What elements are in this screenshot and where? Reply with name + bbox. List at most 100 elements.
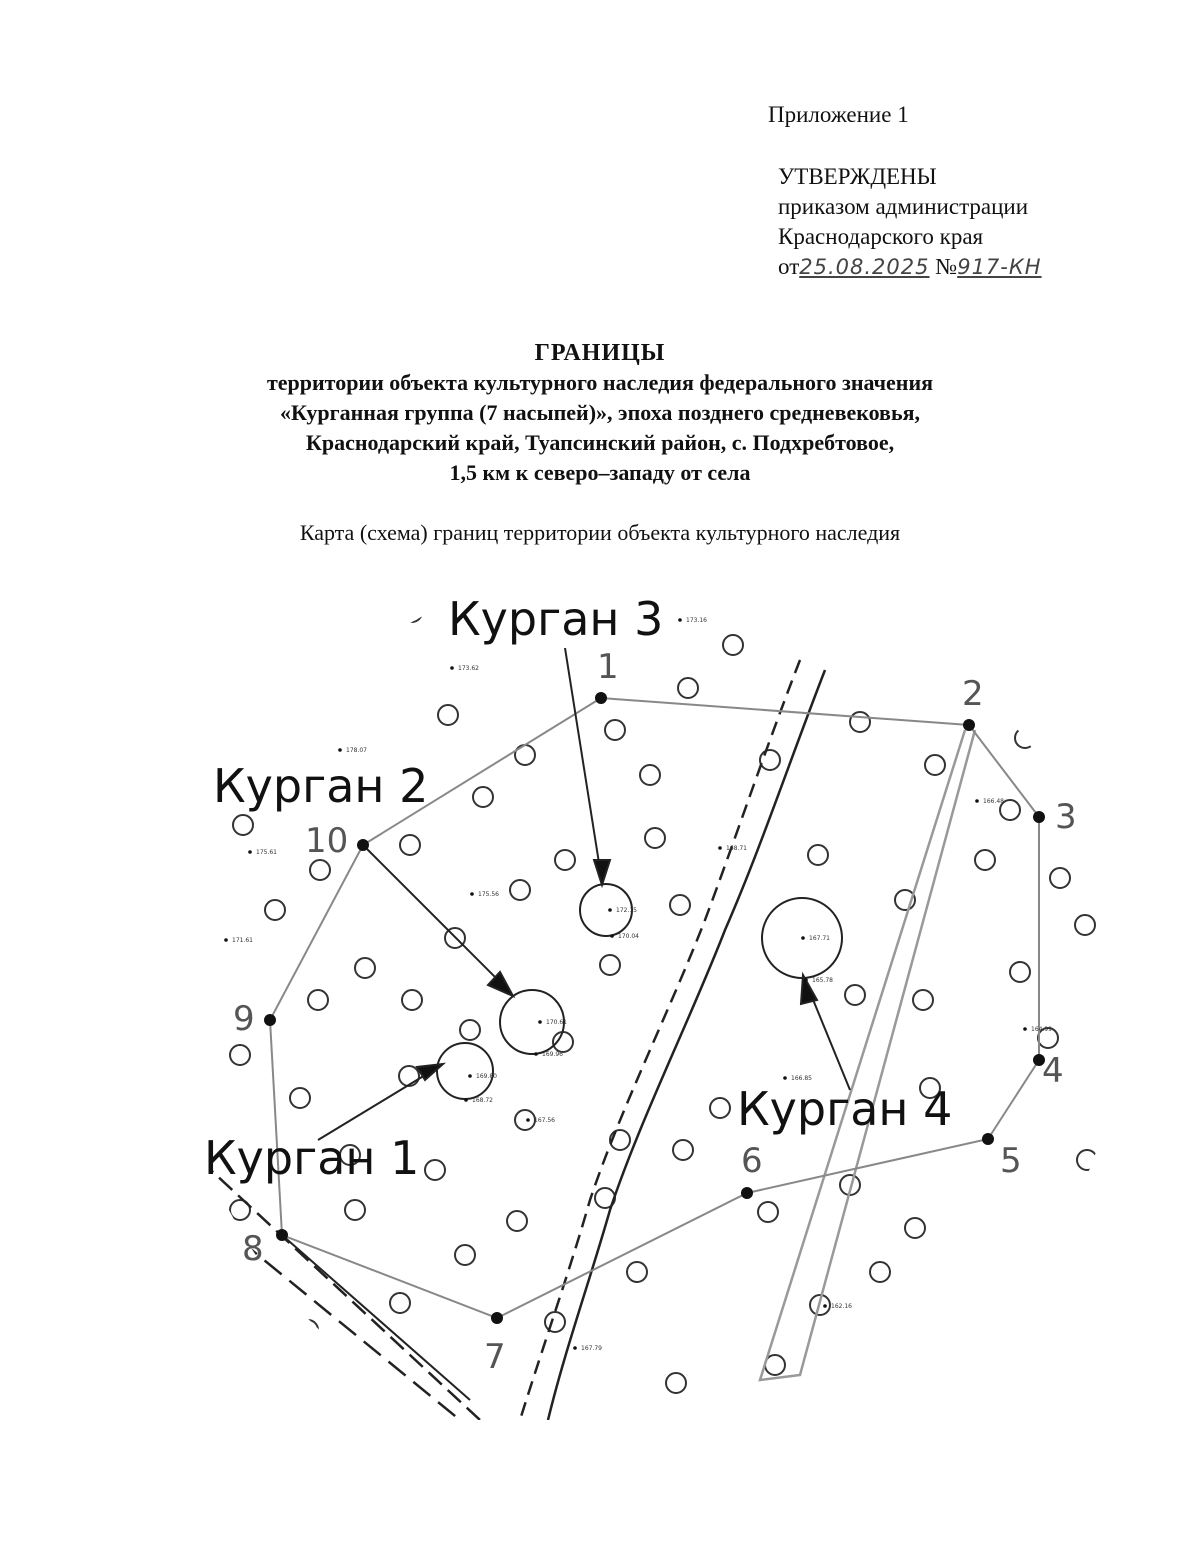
approval-line-3: Краснодарского края [778,224,984,249]
terrain-marker [354,957,376,979]
vertex-label-9: 9 [233,999,255,1039]
terrain-marker [672,1139,694,1161]
terrain-marker [677,677,699,699]
title-main: ГРАНИЦЫ [534,340,666,366]
terrain-marker [399,834,421,856]
terrain-marker [472,786,494,808]
kurgan-4-label: Курган 4 [737,1082,952,1136]
elevation-dot [573,1346,577,1350]
elevation-dot [224,938,228,942]
elevation-dot [801,936,805,940]
terrain-marker [809,1294,831,1316]
elevation-dot [338,748,342,752]
elevation-dot [1023,1027,1027,1031]
terrain-marker [339,1144,361,1166]
terrain-marker [919,1077,941,1099]
elevation-marks: 173.16173.62178.07175.61175.56171.61168.… [224,617,1052,1352]
road-solid-line [546,669,827,1420]
terrain-marker [604,719,626,741]
vertex-label-6: 6 [741,1141,763,1181]
elevation-label: 166.85 [791,1075,812,1082]
vertex-label-8: 8 [242,1229,264,1269]
elevation-label: 175.61 [256,849,277,856]
terrain-marker [232,814,254,836]
vertex-label-10: 10 [305,821,348,861]
elevation-dot [538,1020,542,1024]
document-title: ГРАНИЦЫ территории объекта культурного н… [0,338,1200,488]
approval-line-1: УТВЕРЖДЕНЫ [778,164,937,189]
elevation-label: 170.04 [618,933,639,940]
vertex-label-5: 5 [1000,1141,1022,1181]
elevation-dot [526,1118,530,1122]
terrain-marker [544,1311,566,1333]
terrain-marker [307,989,329,1011]
terrain-marker [849,711,871,733]
terrain-marker [506,1210,528,1232]
terrain-marker [999,799,1021,821]
terrain-marker [229,1044,251,1066]
vertex-label-7: 7 [484,1337,506,1377]
kurgan-labels: Курган 3 Курган 2 Курган 1 Курган 4 [204,592,952,1185]
dashed-line-left-1 [199,1159,481,1420]
terrain-marker [514,1109,536,1131]
elevation-label: 171.61 [232,937,253,944]
elevation-label: 169.96 [542,1051,563,1058]
kurgan-3-label: Курган 3 [448,592,663,646]
terrain-marker [924,754,946,776]
dashed-line-left-2 [214,1219,461,1420]
elevation-dot [975,799,979,803]
terrain-marker [669,894,691,916]
terrain-marker [626,1261,648,1283]
kurgan-3-mound [579,883,633,937]
kurgan-1-label: Курган 1 [204,1131,419,1185]
terrain-marker [665,1372,687,1394]
elevation-label: 167.71 [809,935,830,942]
terrain-marker [757,1201,779,1223]
terrain-marker [297,1319,319,1341]
vertex-label-1: 1 [597,647,619,687]
terrain-marker [229,1199,251,1221]
kurgan-circles [436,883,843,1100]
elevation-label: 164.99 [1031,1026,1052,1033]
terrain-marker [1074,914,1096,936]
terrain-marker [401,989,423,1011]
elevation-label: 170.61 [546,1019,567,1026]
terrain-marker [514,744,536,766]
terrain-marker [398,1065,420,1087]
terrain-marker [509,879,531,901]
terrain-marker [1009,961,1031,983]
approval-from: от [778,254,800,279]
terrain-marker [459,1019,481,1041]
elevation-dot [678,618,682,622]
terrain-marker [869,1261,891,1283]
terrain-marker [722,634,744,656]
terrain-marker [437,704,459,726]
elevation-dot [804,978,808,982]
terrain-marker [401,601,423,623]
elevation-label: 168.72 [472,1097,493,1104]
terrain-marker [444,927,466,949]
vertex-label-3: 3 [1055,797,1077,837]
map-subtitle: Карта (схема) границ территории объекта … [299,520,901,545]
kurgan-2-mound [499,989,565,1055]
road-dashed-line [518,659,802,1420]
terrain-marker [894,889,916,911]
elevation-label: 162.16 [831,1303,852,1310]
grey-strip [758,729,977,1382]
elevation-label: 165.78 [812,977,833,984]
terrain-marker [599,954,621,976]
terrain-marker [289,1087,311,1109]
terrain-marker [709,1097,731,1119]
terrain-marker [974,849,996,871]
approval-date-line: от25.08.2025 №917-КН [778,252,1042,282]
approval-line-2: приказом администрации [778,194,1029,219]
elevation-label: 178.07 [346,747,367,754]
elevation-dot [608,908,612,912]
elevation-label: 166.48 [983,798,1004,805]
terrain-marker [554,849,576,871]
terrain-marker [389,1292,411,1314]
kurgan-1-mound [436,1042,494,1100]
boundary-map: 173.16173.62178.07175.61175.56171.61168.… [199,592,1098,1420]
elevation-dot [534,1052,538,1056]
terrain-marker [264,899,286,921]
